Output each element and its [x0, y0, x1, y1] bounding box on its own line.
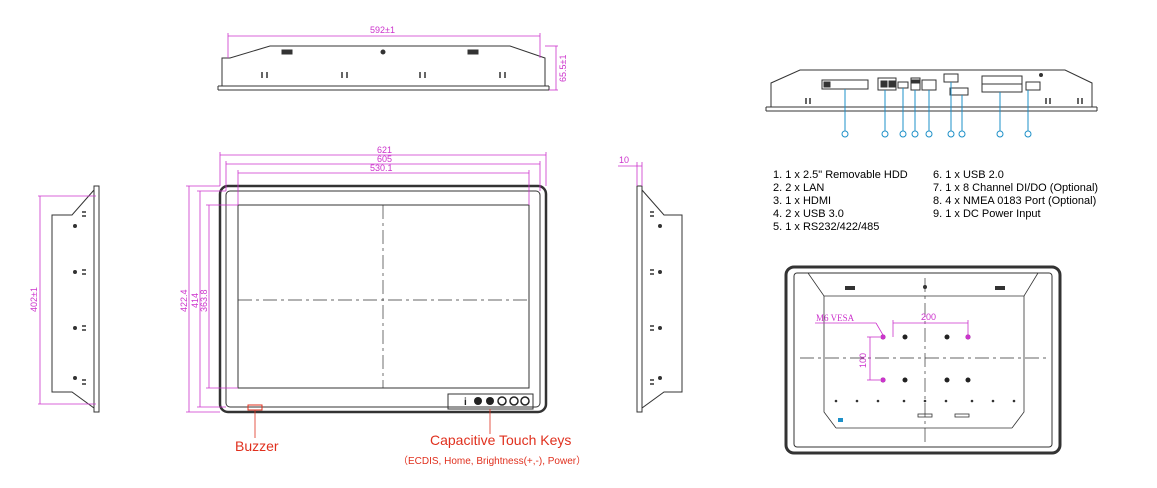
- top-view: [217, 45, 550, 91]
- rear-small-holes: [834, 399, 1016, 403]
- port-item: 5. 1 x RS232/422/485: [773, 221, 880, 233]
- touch-keys-detail: （ECDIS, Home, Brightness(+,-), Power）: [398, 456, 587, 467]
- port-marker-4: [911, 130, 919, 138]
- port-marker-7: [958, 130, 966, 138]
- port-item: 2. 2 x LAN: [773, 182, 825, 194]
- port-marker-5: [925, 130, 933, 138]
- front-active-width-label: 530.1: [370, 163, 393, 173]
- front-active-height-label: 363.8: [199, 289, 209, 312]
- port-list-col2: 6. 1 x USB 2.0 7. 1 x 8 Channel DI/DO (O…: [933, 169, 1098, 221]
- rear-view: [784, 265, 1062, 455]
- port-item: 1. 1 x 2.5" Removable HDD: [773, 169, 908, 181]
- right-side-view: [636, 185, 683, 413]
- power-key[interactable]: [520, 396, 530, 406]
- vesa-horizontal-label: 200: [921, 312, 936, 322]
- right-depth-label: 10: [619, 155, 629, 165]
- port-item: 7. 1 x 8 Channel DI/DO (Optional): [933, 182, 1099, 194]
- port-item: 6. 1 x USB 2.0: [933, 169, 1004, 181]
- port-marker-6: [947, 130, 955, 138]
- port-marker-9: [1024, 130, 1032, 138]
- right-side-dims: [618, 162, 643, 186]
- touch-key-buttons: i: [464, 396, 530, 408]
- port-list-col1: 1. 1 x 2.5" Removable HDD 2. 2 x LAN 3. …: [773, 169, 908, 234]
- vesa-label: M6 VESA: [816, 313, 855, 323]
- vesa-vertical-label: 100: [858, 353, 868, 368]
- port-item: 3. 1 x HDMI: [773, 195, 832, 207]
- port-marker-2: [881, 130, 889, 138]
- info-key-icon[interactable]: i: [464, 397, 467, 408]
- front-view-dims: [186, 152, 547, 413]
- port-item: 8. 4 x NMEA 0183 Port (Optional): [933, 195, 1097, 207]
- front-bezel-width-label: 605: [377, 154, 392, 164]
- home-key[interactable]: [486, 397, 494, 405]
- port-item: 9. 1 x DC Power Input: [933, 208, 1041, 220]
- front-bezel-height-label: 414: [190, 293, 200, 308]
- left-side-view: [51, 185, 100, 413]
- port-item: 4. 2 x USB 3.0: [773, 208, 844, 220]
- top-view-dims: [227, 33, 558, 91]
- front-outer-height-label: 422.4: [179, 289, 189, 312]
- port-marker-3: [899, 130, 907, 138]
- left-side-dims: [38, 195, 96, 405]
- left-height-label: 402±1: [29, 287, 39, 312]
- io-bottom-view: [765, 69, 1098, 112]
- front-outer-width-label: 621: [377, 145, 392, 155]
- brightness-down-key[interactable]: [509, 396, 519, 406]
- port-marker-8: [996, 130, 1004, 138]
- touch-keys-label: Capacitive Touch Keys: [430, 432, 572, 448]
- top-width-label: 592±1: [370, 25, 395, 35]
- vesa-holes: [880, 334, 971, 383]
- front-view: [218, 184, 548, 414]
- port-marker-1: [841, 130, 849, 138]
- buzzer-label: Buzzer: [235, 438, 279, 454]
- port-markers: [841, 82, 1032, 138]
- brightness-up-key[interactable]: [497, 396, 507, 406]
- vesa-dims: [815, 320, 969, 381]
- ecdis-key[interactable]: [474, 397, 482, 405]
- top-depth-label: 65.5±1: [558, 55, 568, 82]
